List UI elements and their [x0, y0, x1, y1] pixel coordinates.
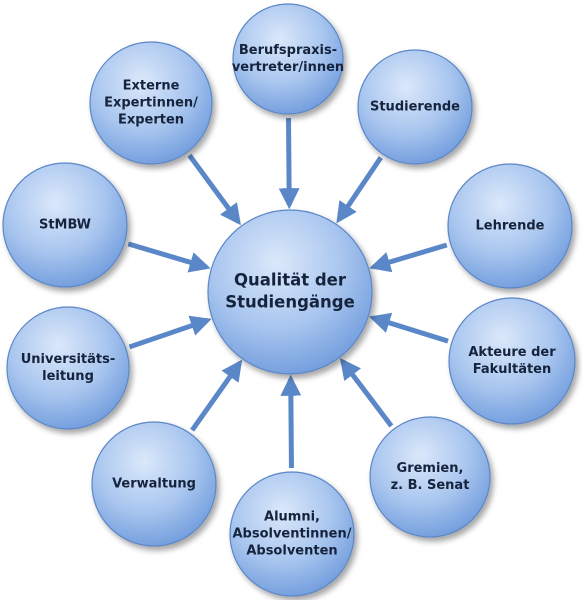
node-label-akteure-line-2: Fakultäten: [473, 362, 552, 377]
node-label-akteure-line-1: Akteure der: [468, 345, 556, 360]
arrow-universitaetsleitung: [128, 315, 212, 350]
center-label-line-1: Qualität der: [234, 271, 347, 290]
arrow-lehrende: [369, 242, 448, 273]
node-label-stmbw-line-1: StMBW: [39, 218, 91, 233]
node-gremien: Gremien, z. B. Senat: [369, 416, 491, 538]
node-circle-verwaltung: [91, 421, 217, 547]
node-label-externe-line-3: Experten: [118, 113, 184, 128]
node-circle-gremien: [369, 416, 491, 538]
node-label-gremien-line-1: Gremien,: [397, 461, 464, 476]
node-verwaltung: Verwaltung: [91, 421, 217, 547]
node-circle-lehrende: [447, 163, 573, 289]
circles-layer: Berufspraxis-vertreter/innenStudierendeL…: [2, 3, 576, 597]
arrow-berufspraxis: [278, 117, 300, 210]
node-label-lehrende-line-1: Lehrende: [476, 219, 545, 234]
node-label-alumni-line-2: Absolventinnen/: [232, 527, 351, 542]
node-circle-alumni: [229, 471, 355, 597]
node-label-universitaetsleitung-line-1: Universitäts-: [21, 352, 116, 367]
arrows-layer: [127, 117, 449, 469]
node-label-universitaetsleitung-line-2: leitung: [42, 369, 94, 384]
node-circle-studierende: [357, 49, 473, 165]
node-circle-externe: [89, 41, 213, 165]
node-berufspraxis: Berufspraxis-vertreter/innen: [232, 3, 344, 115]
arrow-verwaltung: [190, 359, 243, 432]
node-alumni: Alumni, Absolventinnen/Absolventen: [229, 471, 355, 597]
node-circle-stmbw: [2, 162, 128, 288]
node-circle-akteure: [448, 297, 576, 425]
node-lehrende: Lehrende: [447, 163, 573, 289]
node-label-berufspraxis-line-2: vertreter/innen: [232, 60, 344, 75]
center-label-line-2: Studiengänge: [225, 293, 355, 312]
node-label-externe-line-2: Expertinnen/: [104, 96, 198, 111]
arrow-akteure: [369, 312, 449, 344]
arrow-studierende: [336, 156, 383, 224]
arrow-stmbw: [127, 241, 211, 273]
node-label-studierende-line-1: Studierende: [370, 100, 460, 115]
node-stmbw: StMBW: [2, 162, 128, 288]
node-circle-berufspraxis: [232, 3, 344, 115]
node-label-verwaltung-line-1: Verwaltung: [112, 477, 196, 492]
node-label-berufspraxis-line-1: Berufspraxis-: [239, 43, 337, 58]
node-circle-universitaetsleitung: [6, 306, 130, 430]
arrow-alumni: [280, 374, 302, 469]
arrow-gremien: [339, 358, 394, 428]
node-label-gremien-line-2: z. B. Senat: [391, 478, 470, 493]
node-universitaetsleitung: Universitäts-leitung: [6, 306, 130, 430]
arrow-externe: [187, 153, 241, 226]
node-label-alumni-line-1: Alumni,: [264, 510, 320, 525]
node-label-externe-line-1: Externe: [123, 79, 180, 94]
node-studierende: Studierende: [357, 49, 473, 165]
node-label-alumni-line-3: Absolventen: [246, 544, 337, 559]
center-circle: [207, 209, 373, 375]
